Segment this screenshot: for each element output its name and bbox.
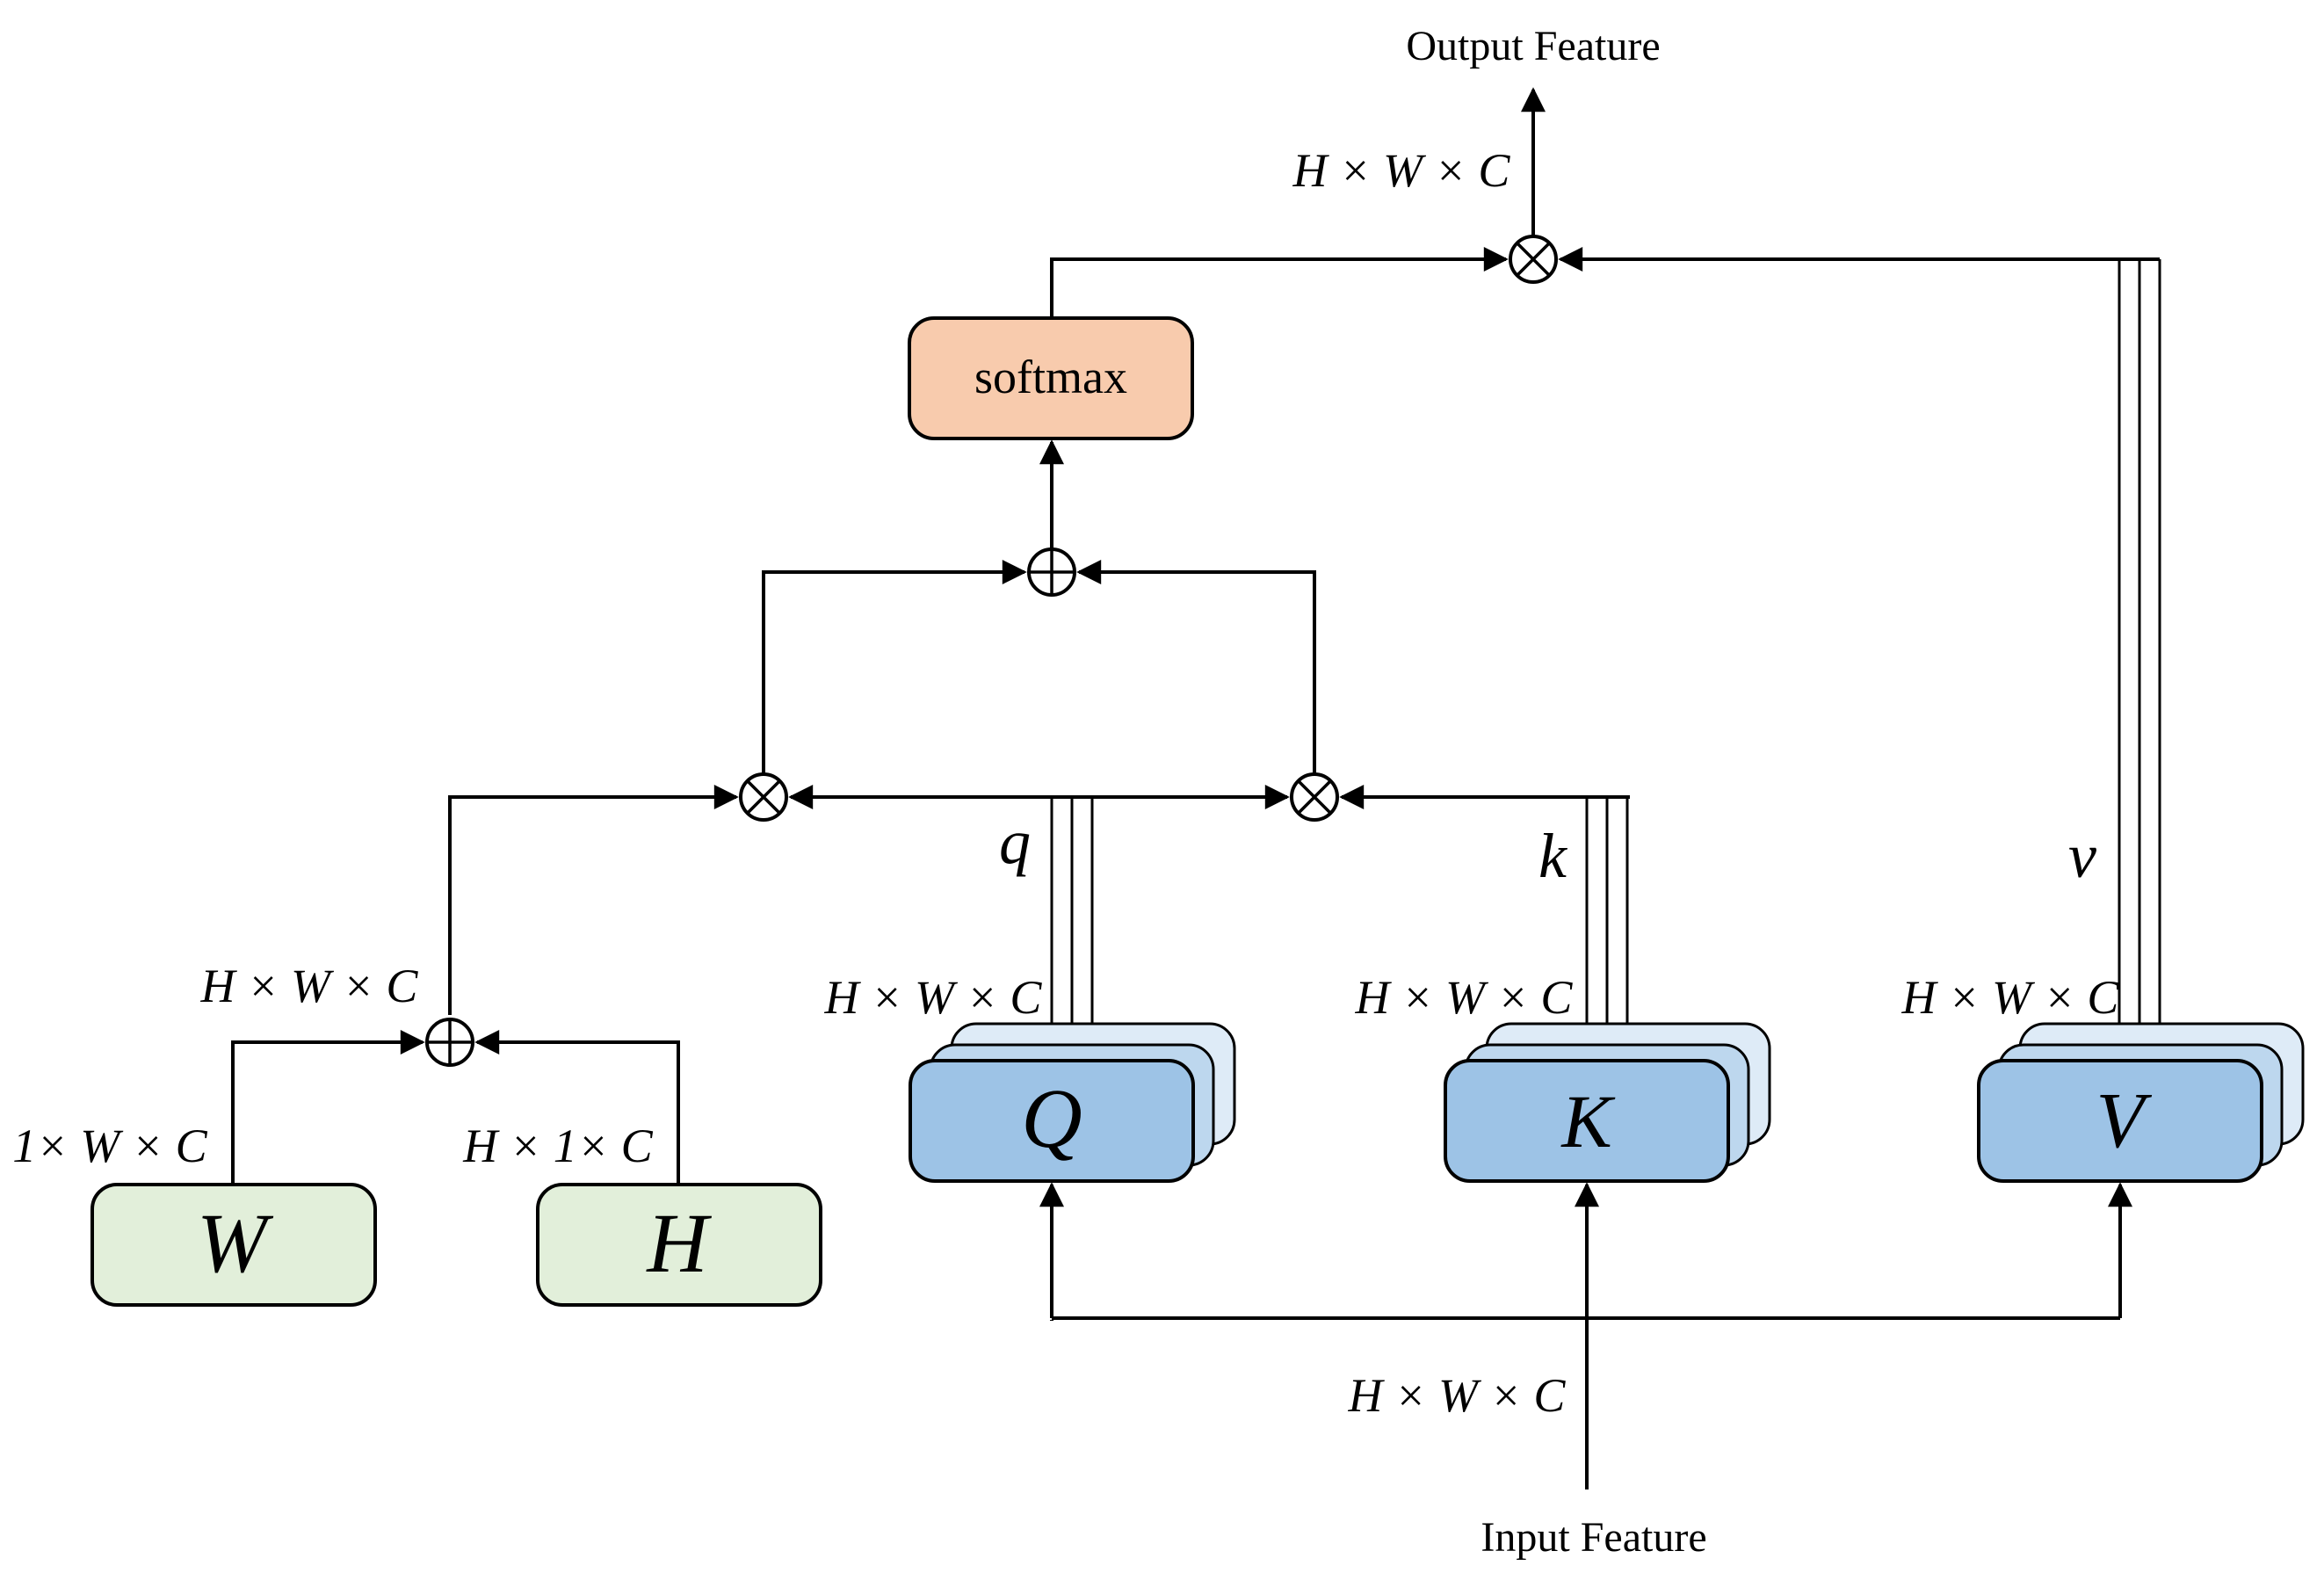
k-box: K — [1444, 1022, 1771, 1183]
dim-output-label: H × W × C — [1292, 144, 1511, 197]
left-multiply-to-add-arrow — [762, 560, 1027, 773]
h-box-label: H — [645, 1196, 712, 1290]
v-lower-label: v — [2068, 821, 2096, 891]
dim-w-label: 1× W × C — [12, 1120, 207, 1172]
dim-input-label: H × W × C — [1348, 1369, 1567, 1422]
k-box-label: K — [1560, 1079, 1616, 1163]
dim-h-label: H × 1× C — [462, 1120, 653, 1172]
w-box-label: W — [197, 1196, 274, 1290]
w-to-add-arrow — [231, 1030, 425, 1185]
k-lower-label: k — [1538, 821, 1568, 891]
add-node-middle — [1027, 547, 1076, 597]
q-lower-label: q — [999, 807, 1031, 877]
multiply-node-right — [1290, 772, 1339, 822]
q-box: Q — [909, 1022, 1236, 1183]
v-box: V — [1977, 1022, 2305, 1183]
softmax-box: softmax — [908, 316, 1194, 440]
output-feature-label: Output Feature — [1406, 23, 1660, 69]
pos-to-left-multiply-arrow — [448, 785, 739, 1015]
input-feature-label: Input Feature — [1481, 1514, 1706, 1561]
q-box-label: Q — [1021, 1071, 1082, 1165]
h-to-add-arrow — [474, 1030, 680, 1185]
add-node-pos — [425, 1018, 474, 1067]
multiply-node-left — [739, 772, 788, 822]
dim-pos-sum-label: H × W × C — [200, 960, 419, 1012]
dim-k-label: H × W × C — [1355, 971, 1574, 1024]
right-multiply-to-add-arrow — [1076, 560, 1316, 773]
k-triple-line — [1585, 797, 1629, 1061]
softmax-to-multiply-arrow — [1050, 247, 1509, 318]
dim-v-label: H × W × C — [1901, 971, 2120, 1024]
v-triple-line — [2118, 259, 2161, 1061]
multiply-node-top — [1509, 235, 1558, 284]
w-box: W — [90, 1183, 377, 1307]
dim-q-label: H × W × C — [824, 971, 1043, 1024]
softmax-label: softmax — [974, 351, 1127, 403]
h-box: H — [536, 1183, 822, 1307]
q-triple-line — [1050, 797, 1094, 1061]
v-box-label: V — [2096, 1077, 2153, 1164]
